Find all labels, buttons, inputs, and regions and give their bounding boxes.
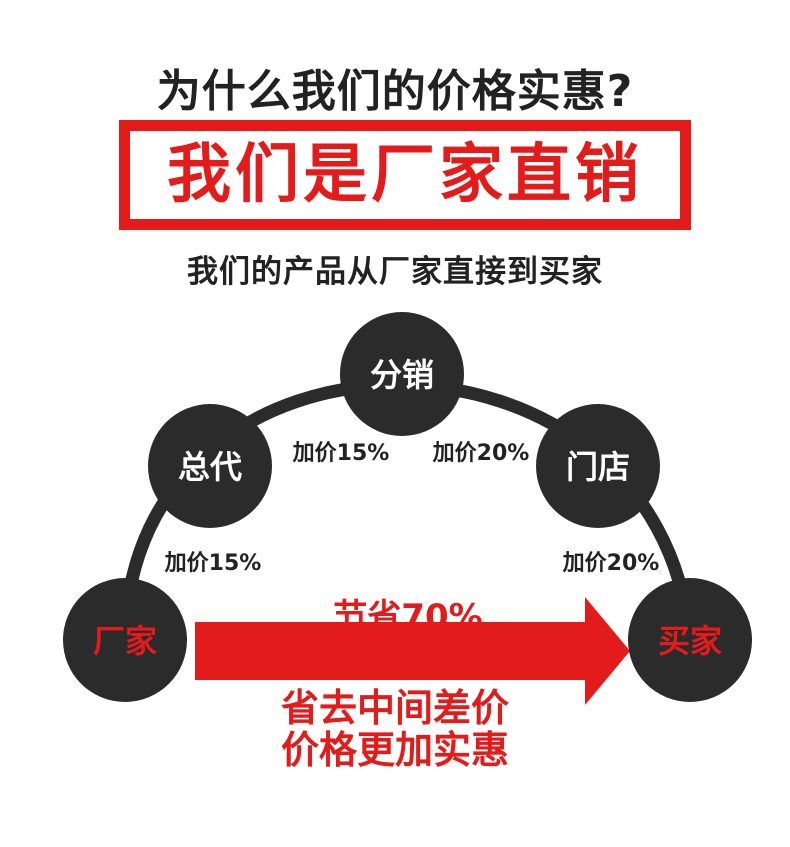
cta-line-1: 省去中间差价	[280, 686, 509, 730]
markup-store-to-buyer: 加价20%	[562, 551, 660, 576]
node-factory: 厂家	[63, 578, 187, 702]
banner-text: 我们是厂家直销	[167, 138, 643, 212]
factory-direct-banner: 我们是厂家直销	[119, 120, 691, 230]
node-distribution: 分销	[340, 312, 464, 436]
headline: 为什么我们的价格实惠?	[156, 66, 634, 117]
node-agent-label: 总代	[178, 448, 242, 486]
node-distribution-label: 分销	[370, 356, 434, 394]
node-agent: 总代	[148, 404, 272, 528]
markup-distribution-to-store: 加价20%	[432, 441, 530, 466]
node-store: 门店	[536, 404, 660, 528]
markup-agent-to-distribution: 加价15%	[292, 441, 390, 466]
node-store-label: 门店	[566, 448, 630, 486]
savings-label: 节省70%	[333, 597, 482, 637]
subline: 我们的产品从厂家直接到买家	[187, 254, 603, 290]
markup-factory-to-agent: 加价15%	[164, 551, 262, 576]
node-factory-label: 厂家	[93, 622, 157, 660]
cta-line-2: 价格更加实惠	[280, 728, 509, 772]
direct-arrow	[195, 597, 630, 705]
node-buyer-label: 买家	[658, 622, 722, 660]
node-buyer: 买家	[628, 578, 752, 702]
